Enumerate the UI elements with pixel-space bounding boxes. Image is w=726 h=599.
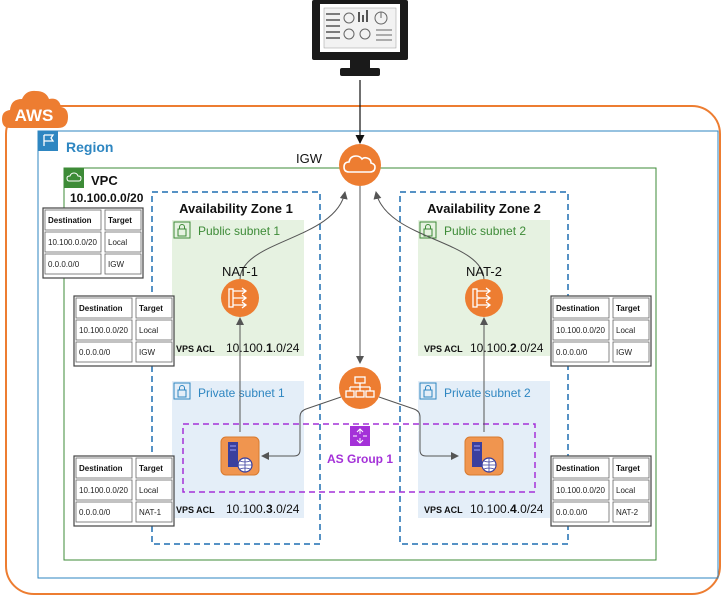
route-table-cell: Local [616, 326, 635, 335]
cidr-public-subnet-1: 10.100.1.0/24 [226, 341, 300, 355]
route-table-cell: 10.100.0.0/20 [79, 326, 128, 335]
route-table-header-cell: Target [139, 464, 163, 473]
aws-cloud-icon: AWS [2, 90, 68, 128]
route-table-header-cell: Target [139, 304, 163, 313]
route-table-header-cell: Destination [48, 216, 92, 225]
ec2-instance-icon [220, 436, 260, 476]
elb-to-instance1-line [261, 396, 342, 460]
cidr-public-subnet-2: 10.100.2.0/24 [470, 341, 544, 355]
cidr-private-subnet-2: 10.100.4.0/24 [470, 502, 544, 516]
route-table-public-subnet-2: Destination Target 10.100.0.0/20 Local 0.0.0… [550, 295, 652, 367]
cidr-private-subnet-1: 10.100.3.0/24 [226, 502, 300, 516]
route-table-cell: 0.0.0.0/0 [79, 508, 111, 517]
lock-icon [173, 382, 191, 400]
private-subnet-2-label: Private subnet 2 [444, 386, 531, 400]
route-table-cell: 0.0.0.0/0 [48, 260, 80, 269]
route-table-header-cell: Target [616, 464, 640, 473]
lock-icon [419, 382, 437, 400]
route-table-cell: Local [108, 238, 127, 247]
nat-gateway-icon [465, 279, 503, 317]
vpc-cloud-icon [64, 168, 84, 188]
lock-icon [173, 221, 191, 239]
region-flag-icon [38, 131, 58, 151]
route-table-cell: 10.100.0.0/20 [48, 238, 97, 247]
az1-label: Availability Zone 1 [179, 201, 293, 216]
route-table-header-cell: Destination [556, 464, 600, 473]
region-label: Region [66, 139, 113, 155]
nat2-to-igw-line [373, 191, 485, 281]
route-table-cell: 0.0.0.0/0 [556, 508, 588, 517]
as-group-label: AS Group 1 [327, 452, 393, 466]
route-table-cell: 10.100.0.0/20 [556, 326, 605, 335]
route-table-header-cell: Destination [556, 304, 600, 313]
ec2-instance-icon [464, 436, 504, 476]
route-table-private-subnet-2: Destination Target 10.100.0.0/20 Local 0.0.0… [550, 455, 652, 527]
nat-gateway-icon [221, 279, 259, 317]
vpc-label: VPC [91, 173, 118, 188]
availability-zone-2 [399, 191, 569, 545]
route-table-cell: Local [616, 486, 635, 495]
route-table-cell: Local [139, 326, 158, 335]
az2-label: Availability Zone 2 [427, 201, 541, 216]
nat1-to-igw-line [239, 191, 348, 281]
public-subnet-1-label: Public subnet 1 [198, 224, 280, 238]
acl-label-public2: VPS ACL [424, 344, 463, 354]
internet-gateway-icon [339, 144, 381, 186]
auto-scaling-icon [350, 426, 370, 446]
route-table-cell: IGW [139, 348, 155, 357]
vpc-cidr: 10.100.0.0/20 [70, 191, 144, 205]
route-table-cell: NAT-1 [139, 508, 162, 517]
private-subnet-1-label: Private subnet 1 [198, 386, 285, 400]
as-group-boundary [182, 423, 536, 493]
acl-label-public1: VPS ACL [176, 344, 215, 354]
nat1-label: NAT-1 [222, 264, 258, 279]
route-table-cell: IGW [616, 348, 632, 357]
route-table-header-cell: Destination [79, 304, 123, 313]
acl-label-private2: VPS ACL [424, 505, 463, 515]
aws-label: AWS [15, 106, 54, 125]
route-table-cell: IGW [108, 260, 124, 269]
availability-zone-1 [151, 191, 321, 545]
monitor-dashboard-icon [312, 0, 408, 76]
route-table-cell: 10.100.0.0/20 [556, 486, 605, 495]
route-table-cell: NAT-2 [616, 508, 639, 517]
public-subnet-2-label: Public subnet 2 [444, 224, 526, 238]
route-table-vpc: Destination Target 10.100.0.0/20 Local 0.0.0… [42, 207, 144, 279]
route-table-public-subnet-1: Destination Target 10.100.0.0/20 Local 0.0.0… [73, 295, 175, 367]
region-boundary [37, 130, 719, 579]
route-table-cell: Local [139, 486, 158, 495]
route-table-cell: 0.0.0.0/0 [556, 348, 588, 357]
igw-label: IGW [296, 151, 323, 166]
route-table-cell: 10.100.0.0/20 [79, 486, 128, 495]
route-table-header-cell: Target [616, 304, 640, 313]
route-table-private-subnet-1: Destination Target 10.100.0.0/20 Local 0.0.0… [73, 455, 175, 527]
acl-label-private1: VPS ACL [176, 505, 215, 515]
route-table-header-cell: Target [108, 216, 132, 225]
nat2-label: NAT-2 [466, 264, 502, 279]
route-table-header-cell: Destination [79, 464, 123, 473]
aws-boundary [5, 105, 721, 595]
route-table-cell: 0.0.0.0/0 [79, 348, 111, 357]
load-balancer-icon [339, 367, 381, 409]
elb-to-instance2-line [378, 396, 459, 460]
